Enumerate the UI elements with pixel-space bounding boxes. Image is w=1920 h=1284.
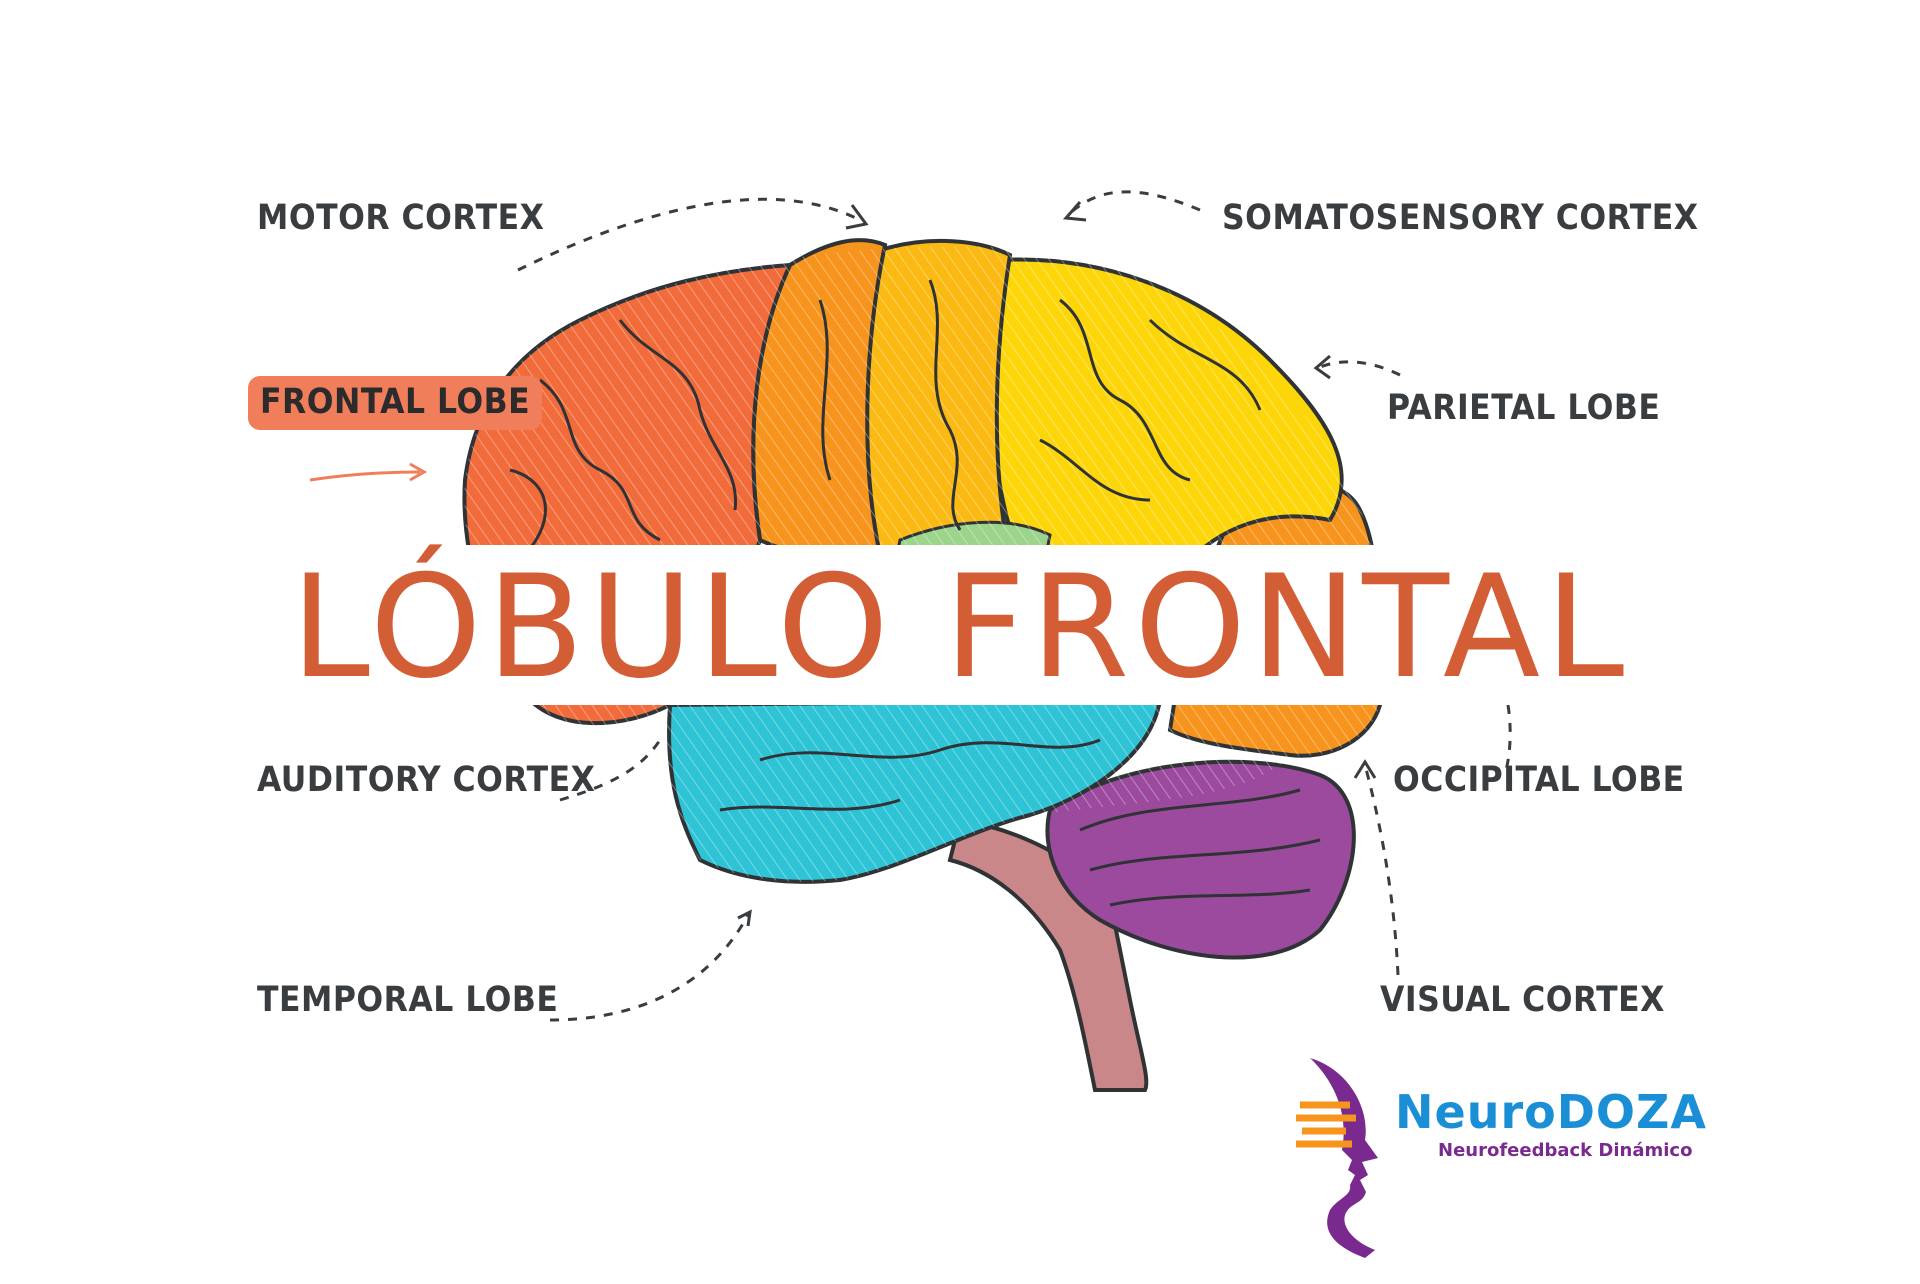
label-somatosensory-cortex: SOMATOSENSORY CORTEX <box>1222 198 1699 238</box>
label-temporal-lobe: TEMPORAL LOBE <box>257 980 559 1020</box>
frontal-lobe-arrow <box>309 462 428 482</box>
label-parietal-lobe: PARIETAL LOBE <box>1387 388 1661 428</box>
logo-name: NeuroDOZA <box>1395 1085 1707 1139</box>
label-frontal-lobe: FRONTAL LOBE <box>248 376 543 430</box>
logo-head-icon <box>1296 1058 1378 1258</box>
arrow-heads <box>737 201 1377 927</box>
gyri-lines <box>509 279 1321 907</box>
logo-tagline: Neurofeedback Dinámico <box>1438 1140 1693 1161</box>
label-visual-cortex: VISUAL CORTEX <box>1380 980 1665 1020</box>
pointer-arrows <box>517 190 1512 1022</box>
label-occipital-lobe: OCCIPITAL LOBE <box>1393 760 1685 800</box>
label-auditory-cortex: AUDITORY CORTEX <box>257 760 596 800</box>
title-banner <box>300 545 1640 705</box>
label-motor-cortex: MOTOR CORTEX <box>257 198 545 238</box>
page-title: LÓBULO FRONTAL <box>290 545 1630 710</box>
